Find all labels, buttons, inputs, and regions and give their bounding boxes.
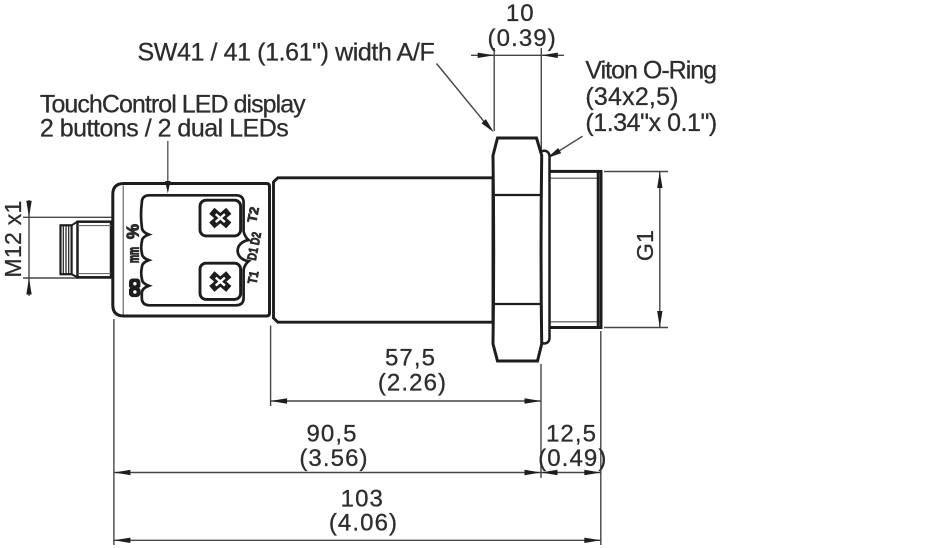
- svg-text:(4.06): (4.06): [329, 510, 398, 537]
- svg-text:(0.39): (0.39): [488, 25, 557, 52]
- svg-text:2 buttons / 2 dual LEDs: 2 buttons / 2 dual LEDs: [40, 115, 288, 143]
- svg-text:12,5: 12,5: [546, 421, 597, 448]
- svg-text:57,5: 57,5: [385, 345, 436, 372]
- svg-text:D1 D2: D1 D2: [244, 231, 264, 262]
- svg-text:T1: T1: [244, 270, 261, 286]
- svg-text:(2.26): (2.26): [378, 369, 447, 396]
- svg-text:(1.34"x 0.1"): (1.34"x 0.1"): [585, 109, 716, 137]
- svg-text:SW41 / 41 (1.61") width A/F: SW41 / 41 (1.61") width A/F: [138, 39, 435, 67]
- svg-text:mm: mm: [126, 247, 143, 263]
- svg-text:M12 x1: M12 x1: [0, 200, 26, 277]
- svg-text:(3.56): (3.56): [299, 445, 368, 472]
- svg-text:%: %: [123, 224, 142, 239]
- svg-text:103: 103: [341, 486, 384, 513]
- svg-text:(34x2,5): (34x2,5): [585, 83, 678, 111]
- svg-text:(0.49): (0.49): [538, 445, 607, 472]
- svg-text:TouchControl LED display: TouchControl LED display: [40, 90, 306, 118]
- svg-text:G1: G1: [632, 230, 658, 261]
- svg-text:90,5: 90,5: [306, 421, 357, 448]
- svg-text:T2: T2: [244, 206, 262, 224]
- svg-text:Viton O-Ring: Viton O-Ring: [585, 57, 716, 85]
- svg-text:10: 10: [506, 0, 535, 27]
